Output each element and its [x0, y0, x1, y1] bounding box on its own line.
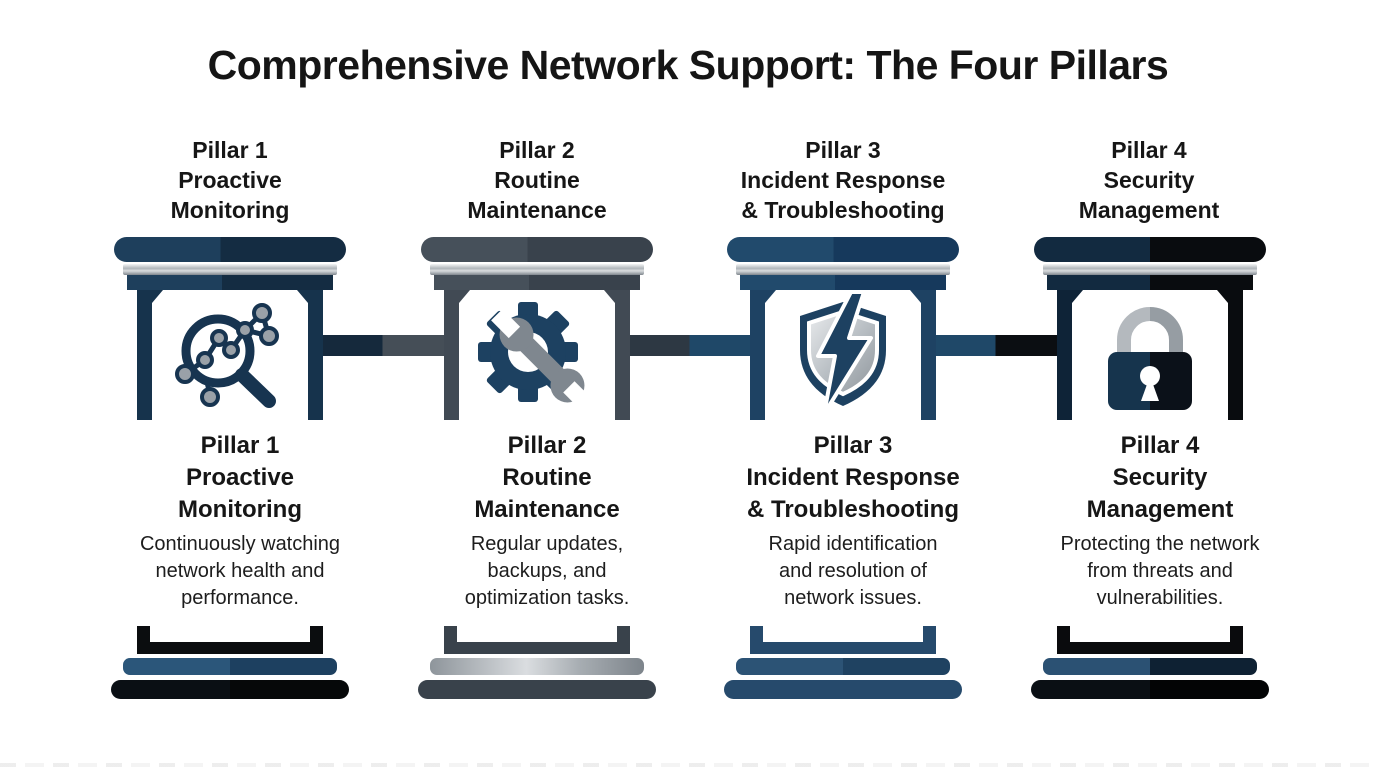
- pillar-capital: [727, 237, 959, 262]
- connector-3-4: [923, 335, 1068, 356]
- pillar-leg-left: [1057, 290, 1083, 420]
- pillar-name-line: Routine: [494, 167, 580, 193]
- base-bracket: [1057, 626, 1243, 654]
- base-bottom-bar: [724, 680, 962, 699]
- pillar-4-column: Pillar 4 Security Management Protecting …: [1010, 0, 1290, 768]
- pillar-2-top-heading: Pillar 2 Routine Maintenance: [377, 135, 697, 225]
- magnifier-network-icon: [165, 288, 295, 418]
- pillar-leg-left: [444, 290, 470, 420]
- pillar-capital: [114, 237, 346, 262]
- pillar-label: Pillar 3: [813, 432, 893, 459]
- shield-lightning-icon: [778, 288, 908, 418]
- pillar-label: Pillar 3: [805, 137, 881, 163]
- pillar-name-line: Management: [1086, 496, 1234, 523]
- pillar-base: [414, 626, 660, 702]
- pillar-3-description: Rapid identification and resolution of n…: [768, 533, 938, 609]
- capital-head-bar: [127, 275, 333, 290]
- pillar-name-line: Security: [1103, 167, 1195, 193]
- base-bottom-bar: [1031, 680, 1269, 699]
- pillar-leg-right: [297, 290, 323, 420]
- base-mid-bar: [1043, 658, 1257, 675]
- pillar-name-line: & Troubleshooting: [747, 496, 959, 523]
- pillar-name-line: Maintenance: [474, 496, 620, 523]
- pillar-label: Pillar 2: [507, 432, 587, 459]
- pillar-3-column: Pillar 3 Incident Response & Troubleshoo…: [703, 0, 983, 768]
- pillar-leg-right: [604, 290, 630, 420]
- base-bottom-bar: [418, 680, 656, 699]
- pillar-name-line: Routine: [502, 464, 592, 491]
- pillar-leg-right: [1217, 290, 1243, 420]
- padlock-icon: [1085, 288, 1215, 418]
- pillar-leg-left: [750, 290, 776, 420]
- connector-2-3: [617, 335, 762, 356]
- pillar-base: [720, 626, 966, 702]
- base-mid-bar: [123, 658, 337, 675]
- pillar-label: Pillar 4: [1111, 137, 1187, 163]
- pillar-1-heading: Pillar 1 Proactive Monitoring Continuous…: [80, 430, 400, 612]
- pillar-leg-right: [910, 290, 936, 420]
- pillar-name-line: Maintenance: [467, 197, 607, 223]
- connector-1-2: [310, 335, 455, 356]
- pillar-name-line: Incident Response: [746, 464, 960, 491]
- pillar-name-line: Incident Response: [740, 167, 946, 193]
- pillar-label: Pillar 1: [200, 432, 280, 459]
- pillar-capital: [1034, 237, 1266, 262]
- base-bracket: [137, 626, 323, 654]
- pillar-label: Pillar 1: [192, 137, 268, 163]
- capital-head-bar: [740, 275, 946, 290]
- pillar-base: [1027, 626, 1273, 702]
- base-mid-bar: [736, 658, 950, 675]
- pillar-name-line: Proactive: [178, 167, 282, 193]
- pillar-1-column: Pillar 1 Proactive Monitoring Continuous…: [90, 0, 370, 768]
- pillar-2-description: Regular updates, backups, and optimizati…: [464, 533, 630, 609]
- pillar-1-description: Continuously watching network health and…: [139, 533, 341, 609]
- pillar-capital: [421, 237, 653, 262]
- capital-head-bar: [434, 275, 640, 290]
- pillar-4-heading: Pillar 4 Security Management Protecting …: [1000, 430, 1320, 612]
- capital-silver-band: [430, 264, 644, 275]
- pillar-label: Pillar 2: [499, 137, 575, 163]
- capital-silver-band: [1043, 264, 1257, 275]
- pillar-label: Pillar 4: [1120, 432, 1200, 459]
- base-bottom-bar: [111, 680, 349, 699]
- base-mid-bar: [430, 658, 644, 675]
- pillar-3-top-heading: Pillar 3 Incident Response & Troubleshoo…: [683, 135, 1003, 225]
- pillar-name-line: Proactive: [185, 464, 295, 491]
- pillar-3-heading: Pillar 3 Incident Response & Troubleshoo…: [693, 430, 1013, 612]
- page-title: Comprehensive Network Support: The Four …: [207, 42, 1169, 88]
- base-bracket: [750, 626, 936, 654]
- pillar-name-line: & Troubleshooting: [741, 197, 945, 223]
- pillar-2-heading: Pillar 2 Routine Maintenance Regular upd…: [387, 430, 707, 612]
- capital-silver-band: [736, 264, 950, 275]
- pillar-4-description: Protecting the network from threats and …: [1060, 533, 1260, 609]
- bottom-tick-strip: [0, 763, 1376, 767]
- pillar-name-line: Management: [1078, 197, 1220, 223]
- gear-wrench-icon: [472, 288, 602, 418]
- capital-head-bar: [1047, 275, 1253, 290]
- capital-silver-band: [123, 264, 337, 275]
- pillar-name-line: Security: [1112, 464, 1208, 491]
- pillar-base: [107, 626, 353, 702]
- pillar-2-column: Pillar 2 Routine Maintenance Regular upd…: [397, 0, 677, 768]
- pillar-leg-left: [137, 290, 163, 420]
- pillar-1-top-heading: Pillar 1 Proactive Monitoring: [70, 135, 390, 225]
- pillar-name-line: Monitoring: [170, 197, 290, 223]
- pillar-4-top-heading: Pillar 4 Security Management: [989, 135, 1309, 225]
- pillar-name-line: Monitoring: [178, 496, 302, 523]
- base-bracket: [444, 626, 630, 654]
